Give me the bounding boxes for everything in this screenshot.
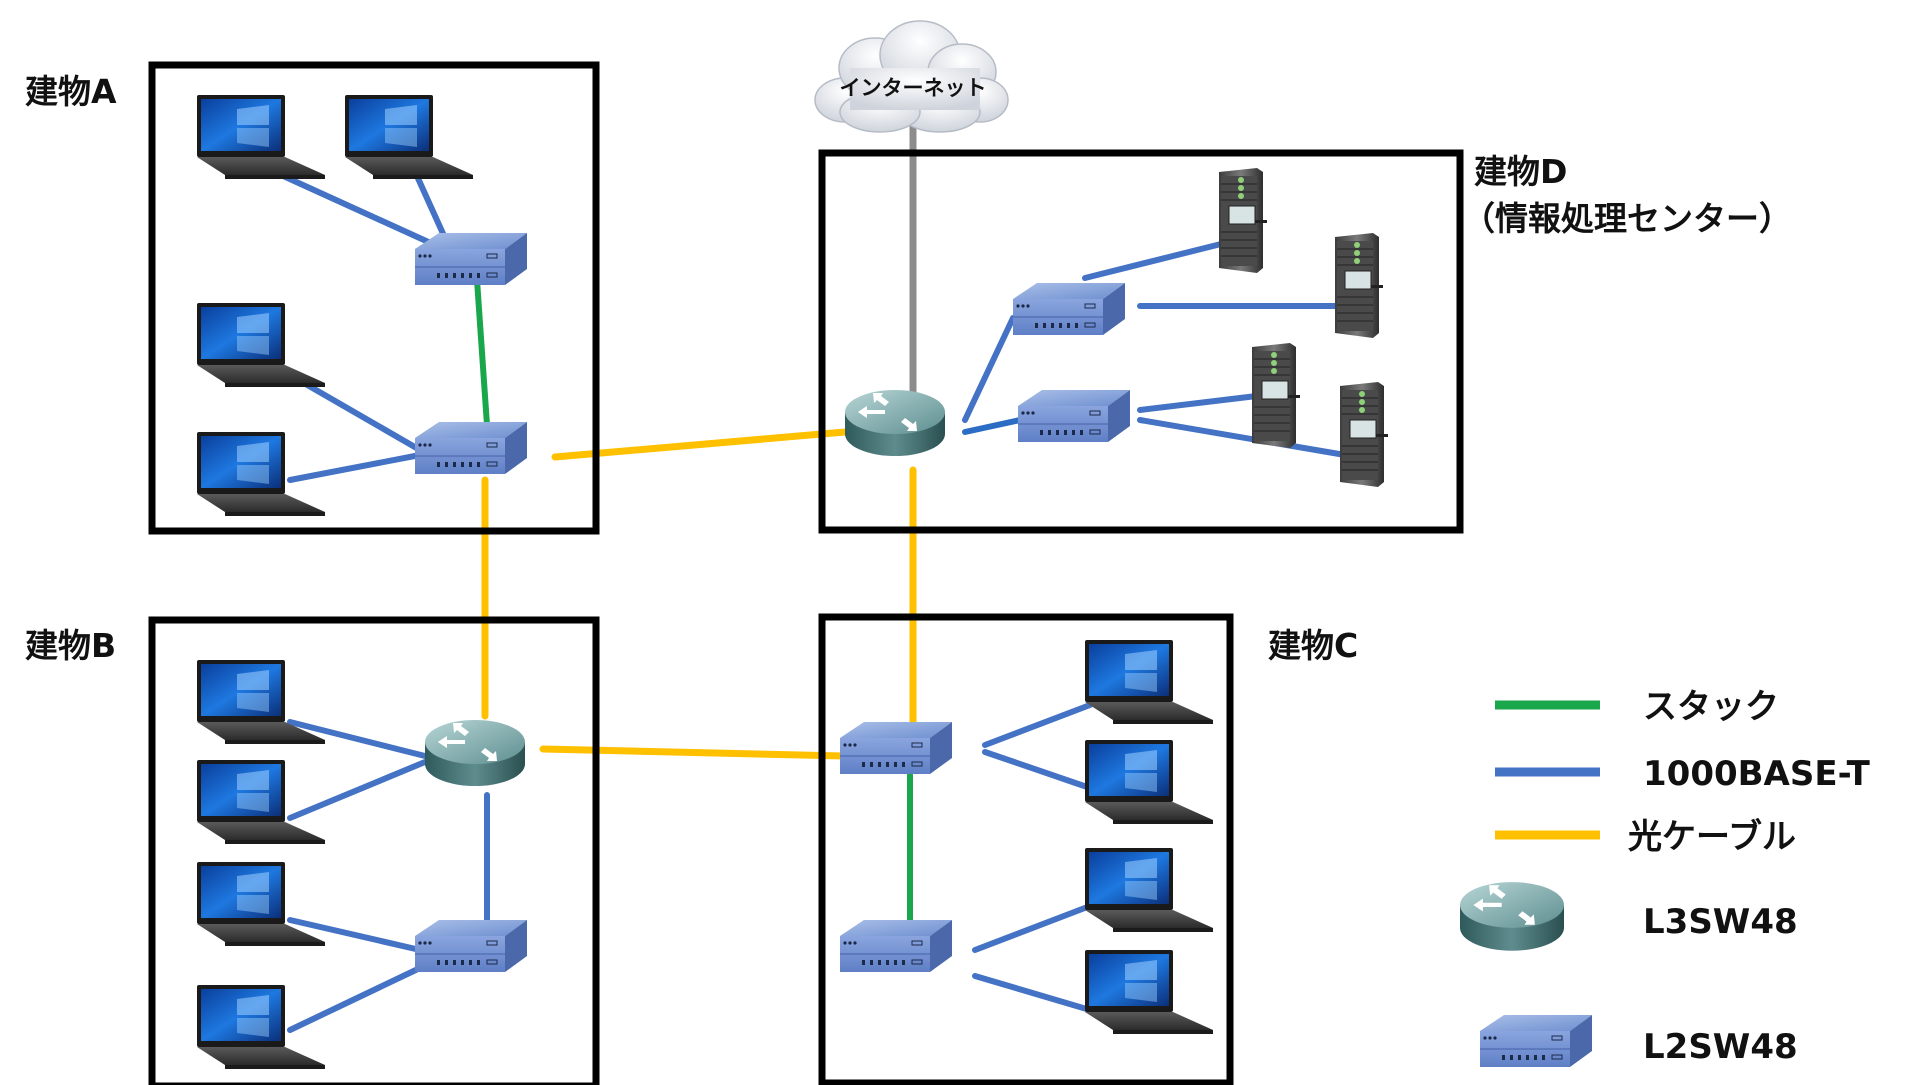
link-b-laptop1-router	[287, 719, 428, 759]
l2-switch-icon	[1017, 389, 1131, 443]
link-d-sw1-server1	[1082, 240, 1228, 281]
building-d-sublabel: （情報処理センター）	[1462, 199, 1792, 238]
legend-fiber-label: 光ケーブル	[1628, 817, 1796, 857]
l2-switch-icon	[839, 721, 953, 775]
server-icon	[1218, 167, 1268, 274]
l2-switch-icon	[414, 232, 528, 286]
link-d-sw2-server4	[1137, 417, 1348, 458]
building-d-label: 建物D	[1474, 152, 1567, 191]
l2-switch-icon	[1479, 1014, 1593, 1068]
building-frames	[148, 61, 1464, 1085]
l2-switch-icon	[1012, 282, 1126, 336]
building-d-frame	[818, 149, 1464, 534]
building-b-label: 建物B	[25, 626, 116, 665]
server-icon	[1334, 232, 1384, 339]
link-c-sw2-laptop3	[972, 903, 1093, 953]
link-d-sw2-server3	[1137, 392, 1268, 413]
link-a-laptop1-sw1	[267, 167, 438, 248]
laptop-icon	[197, 985, 325, 1069]
connection-lines	[267, 121, 1348, 1033]
link-d-router-sw1	[962, 315, 1016, 423]
laptop-icon	[1085, 640, 1213, 724]
building-a-frame	[148, 61, 600, 535]
l2-switch-icon	[414, 421, 528, 475]
link-b-laptop3-sw	[287, 917, 423, 953]
l3-switch-icon	[1460, 882, 1564, 951]
link-c-sw1-laptop1	[982, 702, 1093, 748]
laptop-icon	[1085, 848, 1213, 932]
laptop-icon	[1085, 950, 1213, 1034]
link-c-sw2-laptop4	[972, 973, 1093, 1013]
building-c-label: 建物C	[1268, 626, 1358, 665]
l2-switch-icon	[414, 919, 528, 973]
link-a-laptop3-sw2	[287, 372, 423, 453]
legend: スタック 1000BASE-T 光ケーブル L3SW48 L2SW48	[1460, 687, 1871, 1068]
building-a-label: 建物A	[25, 72, 117, 111]
laptop-icon	[197, 303, 325, 387]
l3-switch-icon	[845, 390, 945, 456]
link-a-d-fiber	[551, 428, 849, 461]
legend-l2-label: L2SW48	[1643, 1027, 1798, 1067]
legend-stack-label: スタック	[1643, 687, 1779, 727]
l3-switch-icon	[425, 720, 525, 786]
link-a-laptop4-sw2	[287, 452, 423, 483]
building-b-frame	[148, 616, 600, 1085]
laptop-icon	[197, 760, 325, 844]
link-b-c-fiber	[539, 745, 849, 760]
laptop-icon	[197, 95, 325, 179]
link-d-router-sw2	[962, 417, 1023, 435]
laptop-icon	[1085, 740, 1213, 824]
building-c-frame	[818, 613, 1234, 1085]
legend-l3-label: L3SW48	[1643, 902, 1798, 942]
internet-cloud-icon: インターネット	[814, 20, 1009, 133]
link-b-laptop4-sw	[287, 965, 423, 1033]
link-c-sw1-laptop2	[982, 749, 1093, 791]
link-a-stack	[474, 277, 490, 428]
laptop-icon	[345, 95, 473, 179]
laptop-icon	[197, 660, 325, 744]
legend-copper-label: 1000BASE-T	[1643, 754, 1871, 794]
server-icon	[1251, 342, 1301, 449]
server-icon	[1339, 381, 1389, 488]
l2-switch-icon	[839, 919, 953, 973]
laptop-icon	[197, 862, 325, 946]
link-b-laptop2-router	[287, 759, 428, 821]
internet-label: インターネット	[840, 76, 987, 100]
